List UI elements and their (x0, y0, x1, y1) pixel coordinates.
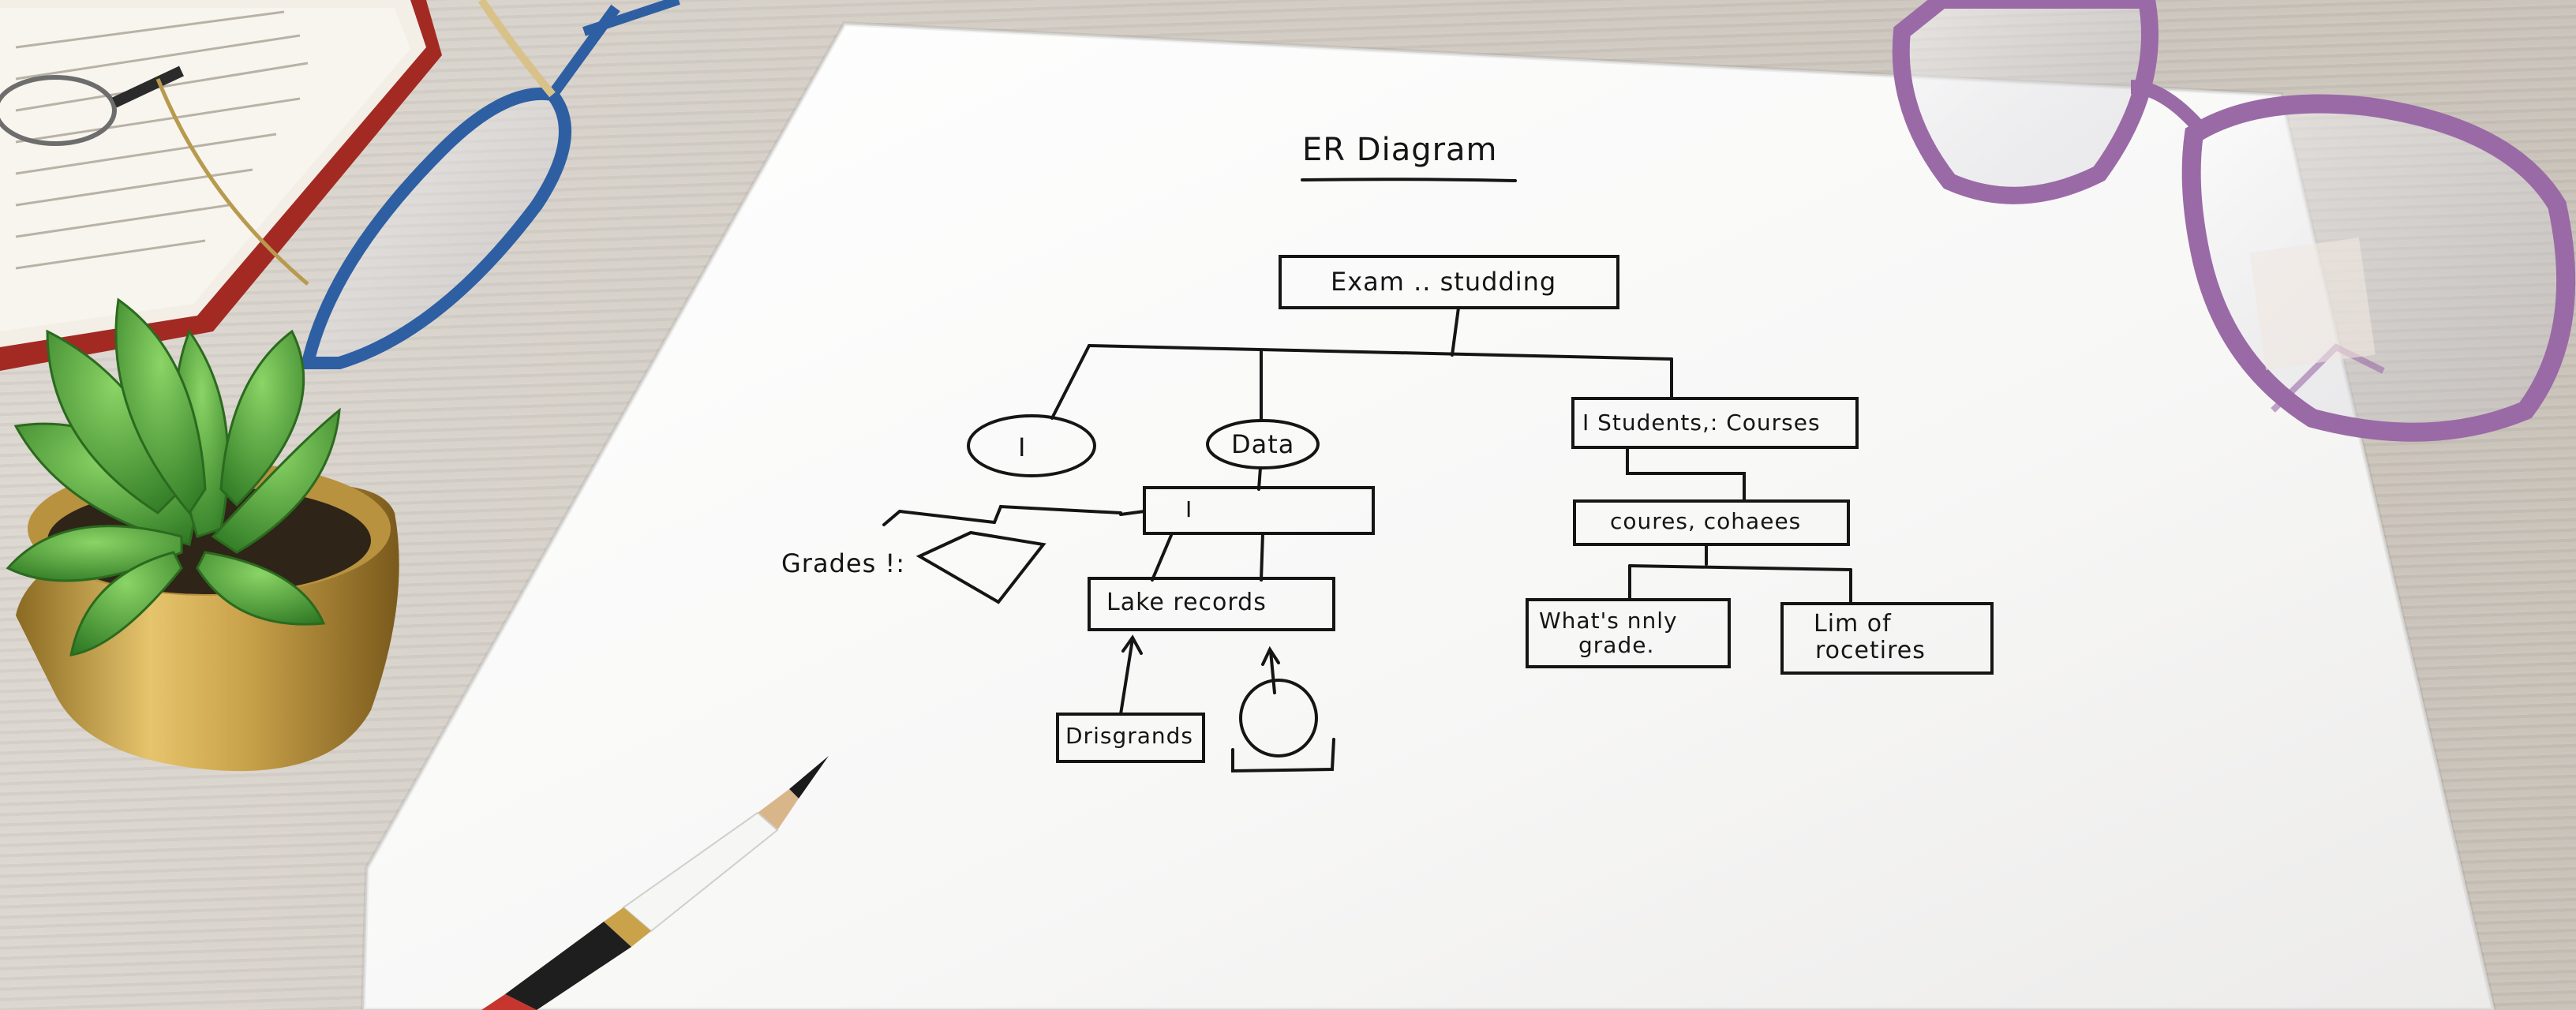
pencil (481, 756, 829, 1010)
right-left-box (1526, 598, 1731, 668)
right-top-box (1571, 397, 1859, 449)
root-box (1279, 255, 1619, 309)
mid-box-label: I (1185, 496, 1193, 522)
reading-glasses (0, 65, 309, 286)
lake-label: Lake records (1106, 589, 1267, 616)
top-connector (1088, 344, 1673, 361)
right-top-label: I Students,: Courses (1582, 410, 1821, 436)
right-right-box (1780, 602, 1994, 675)
title-underline (1301, 178, 1517, 182)
grades-label: Grades !: (781, 548, 905, 578)
right-left-line1: What's nnly (1539, 608, 1678, 634)
lake-box (1088, 577, 1335, 631)
right-mid-label: coures, cohaees (1610, 508, 1801, 534)
left-ellipse (967, 414, 1096, 477)
right-mid-box (1573, 499, 1850, 546)
mid-ellipse (1206, 419, 1320, 469)
mid-box (1143, 486, 1375, 535)
grades-diamond (915, 530, 1046, 604)
left-ellipse-label: I (1018, 432, 1026, 462)
root-label: Exam .. studding (1331, 267, 1556, 297)
diagram-title: ER Diagram (1302, 132, 1498, 168)
drisgrands-box (1056, 713, 1205, 763)
blue-rimmed-glasses (299, 0, 680, 369)
right-left-line2: grade. (1578, 632, 1654, 658)
mid-ellipse-label: Data (1231, 429, 1294, 459)
right-right-line2: rocetires (1815, 637, 1926, 664)
succulent-plant (6, 297, 341, 656)
purple-rimmed-glasses (1892, 0, 2576, 442)
right-right-line1: Lim of (1814, 610, 1892, 638)
small-circle (1239, 679, 1318, 758)
drisgrands-label: Drisgrands (1065, 723, 1193, 749)
